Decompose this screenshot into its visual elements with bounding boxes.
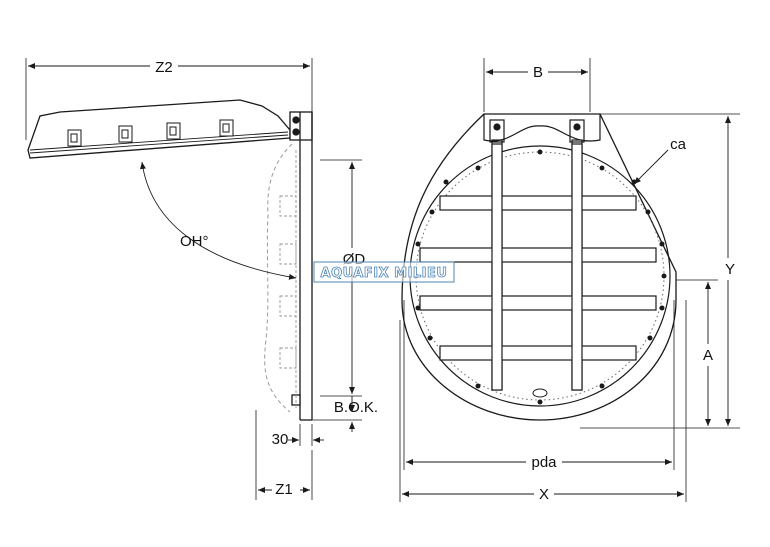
watermark: AQUAFIX MILIEU [313,261,455,283]
z1-label: Z1 [275,481,293,498]
bok-label: B.O.K. [334,399,378,416]
watermark-text: AQUAFIX MILIEU [321,266,448,281]
b-label: B [533,64,543,81]
cover-brackets [67,119,234,147]
thirty-label: 30 [272,431,289,448]
ca-leader [633,149,669,185]
y-label: Y [725,261,735,278]
front-view [399,58,740,502]
a-label: A [703,347,713,364]
z2-label: Z2 [155,59,173,76]
pda-label: pda [531,454,557,471]
closed-cover-dashed [264,143,293,413]
side-view [25,58,362,500]
x-label: X [539,486,549,503]
oh-angle-arc [139,161,297,280]
horizontal-bars [419,195,657,361]
open-cover [27,99,291,159]
frame-plate [289,111,313,141]
outer-frame [401,113,677,421]
oh-label: OH° [180,233,209,250]
frame-bolts [413,149,667,405]
ca-label: ca [670,136,687,153]
